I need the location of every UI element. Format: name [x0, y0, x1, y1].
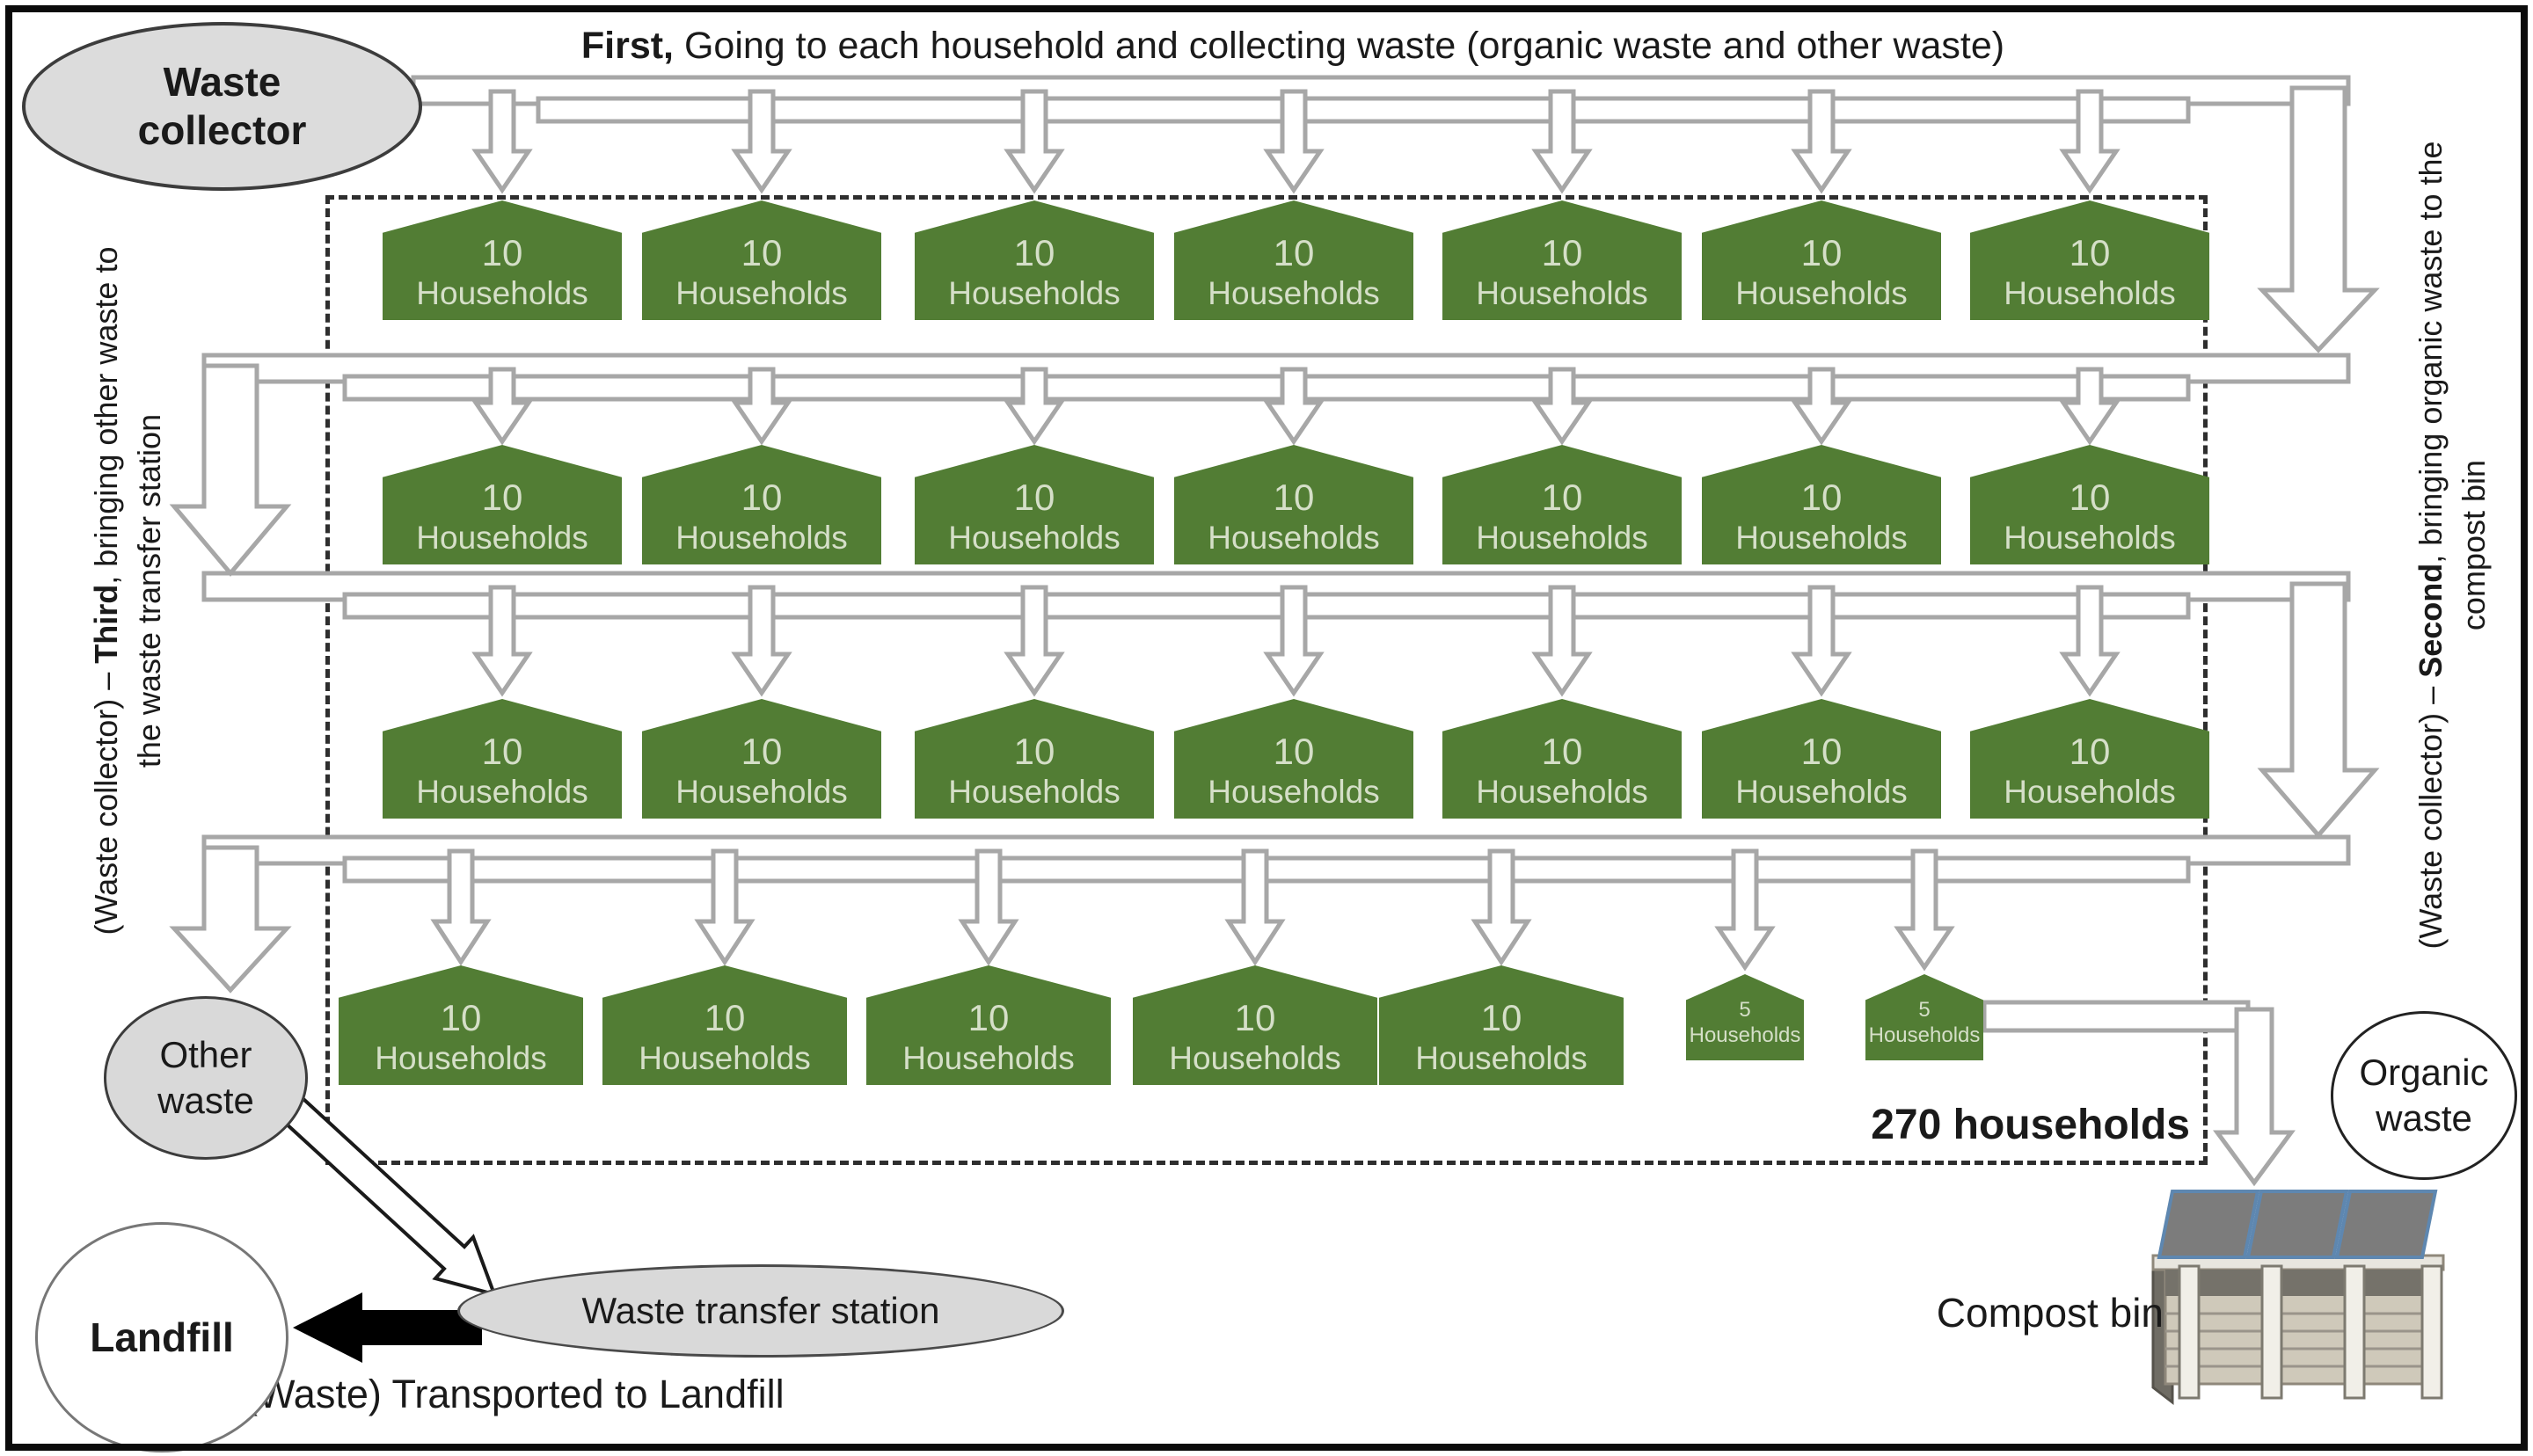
landfill-node: Landfill — [35, 1222, 288, 1452]
arrow-to-house — [471, 367, 533, 446]
arrow-to-house — [1791, 89, 1852, 194]
arrow-to-house — [1791, 367, 1852, 446]
caption-first-rest: Going to each household and collecting w… — [674, 25, 2005, 67]
arrow-to-house — [1004, 89, 1065, 194]
arrow-to-house — [958, 848, 1019, 966]
arrow-to-house — [2059, 367, 2121, 446]
arrow-to-house — [1531, 89, 1593, 194]
arrow-to-house — [731, 367, 792, 446]
arrow-to-house — [1263, 585, 1325, 697]
caption-first-step: First, Going to each household and colle… — [493, 25, 2093, 68]
pipe-to-compost — [1982, 1000, 2251, 1033]
arrow-to-house — [1224, 848, 1286, 966]
arrow-to-house — [471, 585, 533, 697]
collection-route-pipes — [169, 75, 2380, 1187]
waste-collector-node: Waste collector — [22, 22, 422, 191]
arrow-to-house — [2059, 585, 2121, 697]
arrow-to-house — [2059, 89, 2121, 194]
arrow-to-house — [1471, 848, 1532, 966]
arrow-to-house — [1531, 585, 1593, 697]
arrow-to-house — [1714, 848, 1776, 972]
arrow-to-house — [1004, 585, 1065, 697]
arrow-to-house — [731, 585, 792, 697]
compost-bin-label: Compost bin — [1936, 1290, 2164, 1336]
caption-second-step: (Waste collector) – Second, bringing org… — [2413, 141, 2492, 950]
transport-to-landfill-label: (Waste) Transported to Landfill — [245, 1372, 785, 1416]
caption-third-step: (Waste collector) – Third, bringing othe… — [88, 246, 167, 935]
arrow-route-right-2 — [2257, 581, 2380, 839]
arrow-route-left-2 — [169, 845, 292, 994]
arrow-route-to-compost — [2213, 1007, 2296, 1187]
arrow-to-house — [731, 89, 792, 194]
arrow-transfer-station-to-landfill — [293, 1292, 482, 1363]
pipe-row3-nested — [342, 592, 2191, 620]
arrow-to-house — [1263, 367, 1325, 446]
households-boundary-dashed-rect — [325, 195, 2208, 1165]
waste-transfer-station-node: Waste transfer station — [457, 1264, 1064, 1358]
organic-waste-node: Organic waste — [2331, 1011, 2517, 1180]
arrow-to-house — [1531, 367, 1593, 446]
arrow-to-house — [1263, 89, 1325, 194]
arrow-route-right-1 — [2257, 85, 2380, 353]
arrow-other-waste-to-transfer-station — [281, 1096, 498, 1297]
arrow-to-house — [430, 848, 492, 966]
arrow-to-house — [694, 848, 756, 966]
arrow-to-house — [1004, 367, 1065, 446]
arrow-to-house — [471, 89, 533, 194]
arrow-to-house — [1791, 585, 1852, 697]
pipe-row2-nested — [342, 374, 2191, 402]
caption-first-bold: First, — [580, 25, 675, 67]
arrow-to-house — [1894, 848, 1955, 972]
compost-bin-illustration — [2151, 1190, 2445, 1406]
other-waste-node: Other waste — [104, 996, 308, 1160]
arrow-route-left-1 — [169, 363, 292, 577]
total-households-label: 270 households — [1871, 1102, 2190, 1148]
pipe-row1-nested — [536, 96, 2191, 124]
